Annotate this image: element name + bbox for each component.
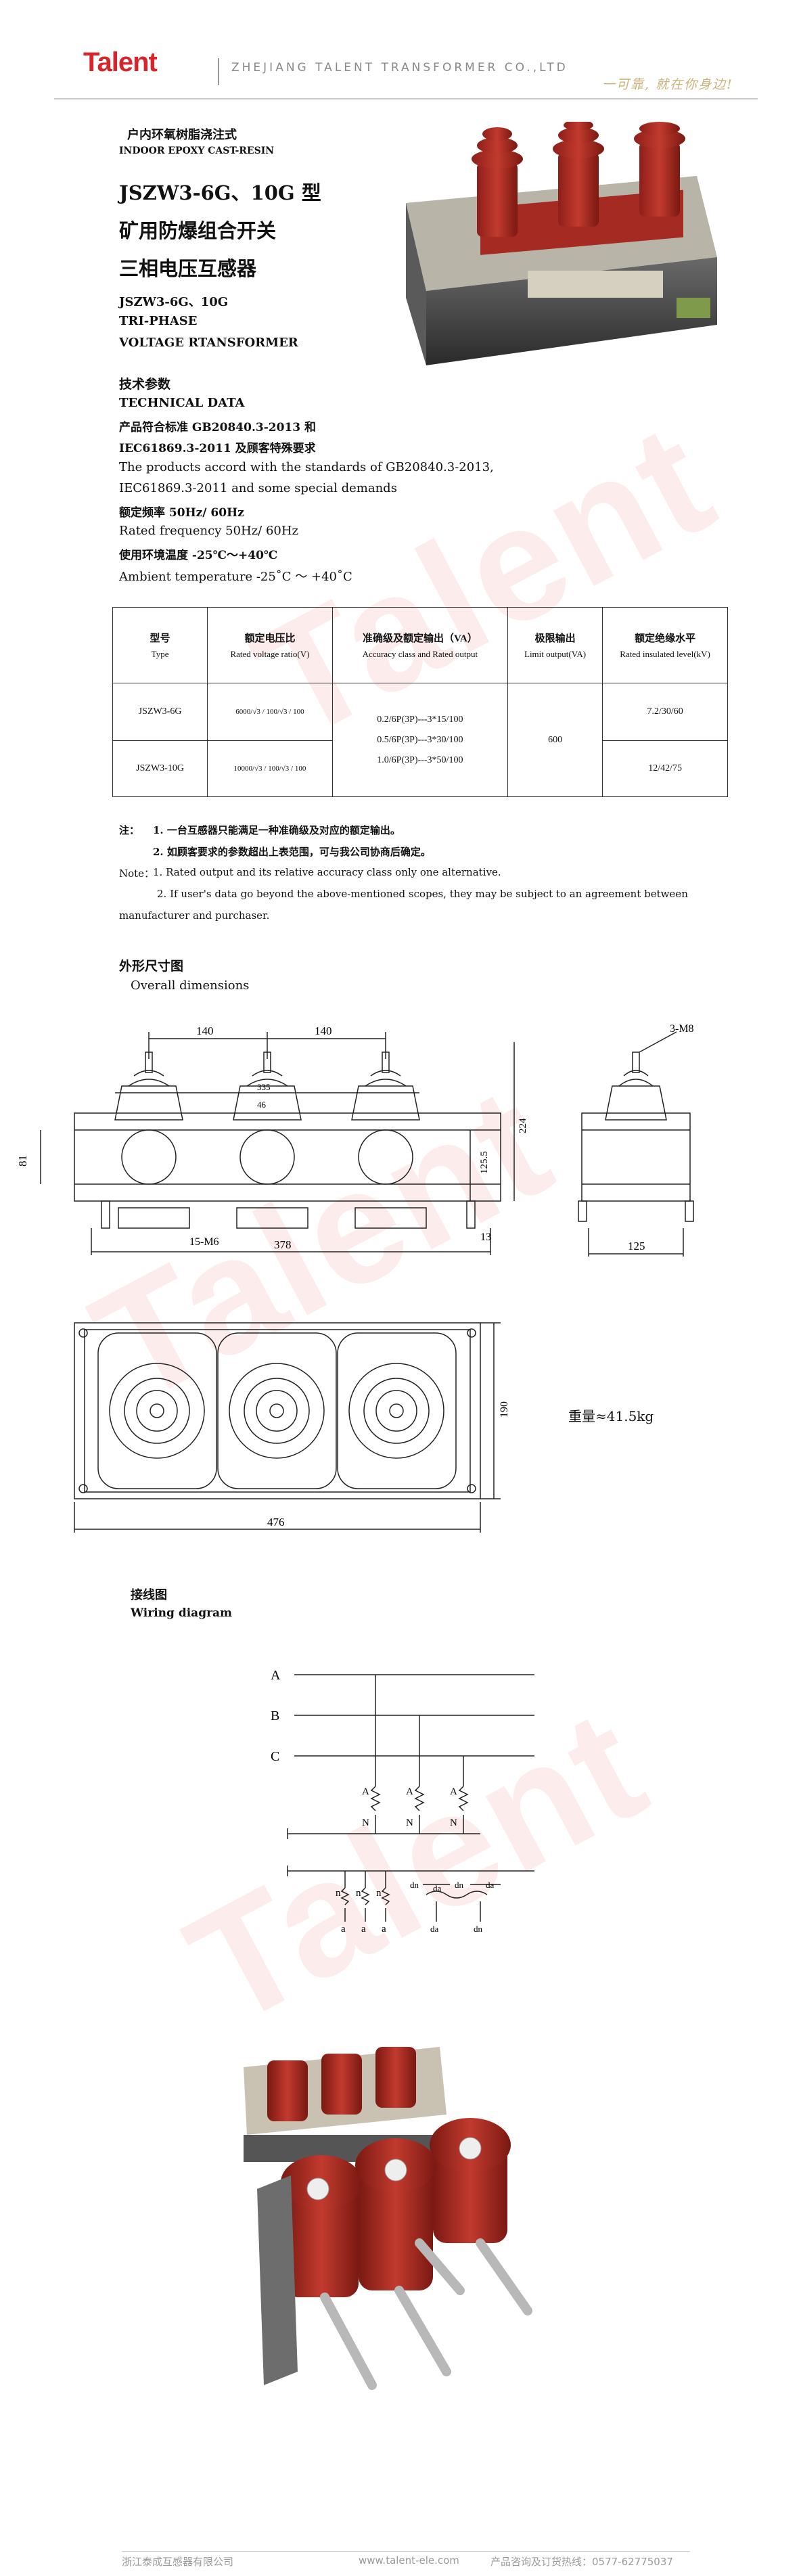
cell-ratio: 10000/√3 / 100/√3 / 100 (207, 740, 333, 797)
company-slogan: 一可靠, 就在你身边! (602, 77, 733, 92)
cell-ratio: 6000/√3 / 100/√3 / 100 (207, 683, 333, 741)
delta-label: dn (455, 1880, 464, 1890)
product-installed-photo (244, 2047, 532, 2390)
note-en-2: 2. If user's data go beyond the above-me… (157, 888, 688, 900)
footer-website[interactable]: www.talent-ele.com (359, 2554, 459, 2567)
product-name-en-2: TRI-PHASE (119, 314, 198, 328)
tech-heading-en: TECHNICAL DATA (119, 396, 245, 410)
wiring-heading-cn: 接线图 (131, 1588, 167, 1602)
delta-label: dn (410, 1880, 419, 1890)
temperature-en: Ambient temperature -25˚C ～ +40˚C (119, 570, 352, 584)
frequency-en: Rated frequency 50Hz/ 60Hz (119, 524, 299, 538)
standard-cn-1: 产品符合标准 GB20840.3-2013 和 (119, 421, 316, 434)
dimensions-heading-en: Overall dimensions (131, 978, 250, 993)
primary-neutral-label: N (450, 1817, 457, 1828)
cell-insulation: 12/42/75 (602, 740, 728, 797)
dim-125: 125 (628, 1240, 645, 1252)
notes-label-en: Note： (119, 867, 155, 880)
primary-label: A (362, 1786, 369, 1797)
wiring-heading-en: Wiring diagram (131, 1606, 233, 1620)
dim-378: 378 (274, 1238, 292, 1251)
header-accuracy: 准确级及额定输出（VA）Accuracy class and Rated out… (331, 607, 508, 683)
table-row: JSZW3-10G 10000/√3 / 100/√3 / 100 12/42/… (112, 740, 728, 797)
company-logo: Talent (83, 47, 158, 77)
cell-accuracy: 0.2/6P(3P)---3*15/100 0.5/6P(3P)---3*30/… (331, 683, 508, 797)
frequency-cn: 额定频率 50Hz/ 60Hz (119, 506, 244, 520)
footer-hotline: 产品咨询及订货热线：0577-62775037 (490, 2556, 673, 2568)
cell-type: JSZW3-10G (112, 740, 208, 797)
cell-limit-output: 600 (507, 683, 603, 797)
note-en-1: 1. Rated output and its relative accurac… (153, 866, 501, 878)
product-type-en: INDOOR EPOXY CAST-RESIN (119, 145, 275, 156)
cell-type: JSZW3-6G (112, 683, 208, 741)
delta-label: da (433, 1883, 442, 1893)
bus-label-b: B (271, 1709, 279, 1723)
table-row: JSZW3-6G 6000/√3 / 100/√3 / 100 0.2/6P(3… (112, 683, 728, 797)
standard-cn-2: IEC61869.3-2011 及顾客特殊要求 (119, 442, 316, 455)
dimensions-heading-cn: 外形尺寸图 (119, 959, 184, 974)
dim-125-5: 125.5 (479, 1151, 490, 1174)
secondary-output-label: a (361, 1924, 366, 1935)
footer-company: 浙江泰成互感器有限公司 (122, 2556, 234, 2568)
product-type-cn: 户内环氧树脂浇注式 (127, 128, 237, 142)
dim-224: 224 (518, 1118, 528, 1133)
wiring-diagram: A B C A A A N N N n n n a a a dn da dn d… (271, 1668, 534, 1935)
primary-neutral-label: N (406, 1817, 413, 1828)
cell-insulation: 7.2/30/60 (602, 683, 728, 741)
secondary-output-label: a (341, 1924, 346, 1935)
side-view-drawing: 3-M8 125 (578, 1023, 694, 1257)
primary-label: A (406, 1786, 413, 1797)
secondary-label: n (376, 1888, 382, 1899)
tech-heading-cn: 技术参数 (119, 377, 171, 392)
bus-label-c: C (271, 1749, 279, 1764)
temperature-cn: 使用环境温度 -25℃～+40℃ (119, 549, 278, 562)
secondary-label: n (356, 1888, 361, 1899)
footer-rule (122, 2551, 690, 2552)
model-title: JSZW3-6G、10G 型 (119, 181, 321, 204)
dim-190: 190 (499, 1401, 510, 1418)
product-name-en-1: JSZW3-6G、10G (119, 295, 229, 309)
note-en-3: manufacturer and purchaser. (119, 909, 270, 922)
company-name: ZHEJIANG TALENT TRANSFORMER CO.,LTD (231, 61, 568, 74)
standard-en-2: IEC61869.3-2011 and some special demands (119, 481, 397, 495)
bus-label-a: A (271, 1668, 281, 1683)
product-name-cn-1: 矿用防爆组合开关 (119, 219, 277, 242)
dim-3-m8: 3-M8 (670, 1023, 694, 1035)
delta-label: dn (474, 1924, 483, 1934)
note-cn-2: 2. 如顾客要求的参数超出上表范围，可与我公司协商后确定。 (153, 846, 431, 858)
note-cn-1: 1. 一台互感器只能满足一种准确级及对应的额定输出。 (153, 824, 400, 836)
header-divider (218, 58, 219, 85)
top-view-drawing: 190 476 (74, 1322, 510, 1533)
primary-label: A (450, 1786, 457, 1797)
standard-en-1: The products accord with the standards o… (119, 460, 494, 474)
dim-335: 335 (257, 1082, 271, 1092)
dim-81: 81 (16, 1155, 29, 1167)
weight-label: 重量≈41.5kg (568, 1408, 654, 1424)
dim-476: 476 (267, 1516, 285, 1529)
dim-46: 46 (257, 1100, 267, 1110)
delta-label: da (486, 1880, 495, 1890)
dim-15-m6: 15-M6 (189, 1236, 219, 1248)
header-rule (54, 98, 758, 99)
product-name-en-3: VOLTAGE RTANSFORMER (119, 336, 298, 350)
product-photo (406, 122, 717, 365)
secondary-label: n (336, 1888, 341, 1899)
front-view-drawing: 140 140 335 46 81 224 125.5 15-M6 13 378 (16, 1024, 528, 1255)
secondary-output-label: a (382, 1924, 386, 1935)
dim-13: 13 (480, 1231, 491, 1243)
dim-140-right: 140 (315, 1024, 332, 1037)
dim-140-left: 140 (196, 1024, 214, 1037)
notes-label-cn: 注： (119, 824, 140, 836)
primary-neutral-label: N (362, 1817, 369, 1828)
product-name-cn-2: 三相电压互感器 (119, 257, 257, 280)
delta-label: da (430, 1924, 439, 1934)
